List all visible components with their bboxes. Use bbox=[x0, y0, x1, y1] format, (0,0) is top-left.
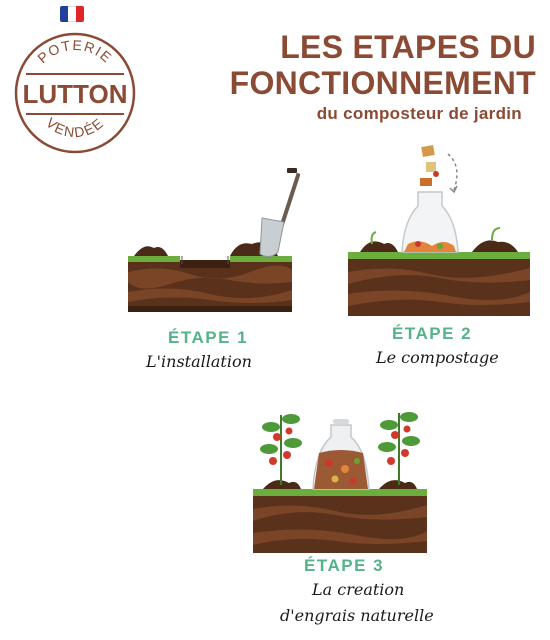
page-title-line1: LES ETAPES DU bbox=[280, 29, 536, 65]
step2-label: ÉTAPE 2 bbox=[392, 324, 473, 343]
sprout-icon bbox=[491, 227, 501, 241]
page-title-line2: FONCTIONNEMENT bbox=[229, 65, 536, 101]
logo-bottom-text: VENDÉE bbox=[43, 114, 105, 140]
tomato-plant-icon bbox=[378, 412, 420, 489]
step3-description-line1: La creation bbox=[312, 580, 405, 599]
logo-center-text: LUTTON bbox=[23, 79, 128, 109]
sprout-icon bbox=[370, 231, 377, 245]
grass-right bbox=[230, 256, 292, 262]
step1-label: ÉTAPE 1 bbox=[168, 328, 249, 347]
soil-block bbox=[253, 495, 427, 553]
dirt-mound-left bbox=[134, 246, 168, 256]
grass-left bbox=[128, 256, 180, 262]
shovel-icon bbox=[259, 168, 300, 258]
curved-arrow-icon bbox=[447, 153, 458, 191]
composter-jar bbox=[401, 191, 459, 253]
svg-text:VENDÉE: VENDÉE bbox=[43, 114, 107, 140]
flag-red-stripe bbox=[76, 6, 84, 22]
step2-illustration bbox=[348, 145, 530, 316]
step1-illustration bbox=[128, 168, 300, 312]
step3-illustration bbox=[253, 412, 427, 553]
flag-white-stripe bbox=[68, 6, 76, 22]
step3-description-line2: d'engrais naturelle bbox=[280, 606, 434, 625]
planting-hole bbox=[180, 260, 230, 268]
step1-description: L'installation bbox=[146, 352, 252, 371]
step2-description: Le compostage bbox=[376, 348, 499, 367]
step3-label: ÉTAPE 3 bbox=[304, 556, 385, 575]
grass bbox=[348, 252, 530, 259]
poterie-lutton-logo: POTERIE LUTTON VENDÉE bbox=[14, 32, 136, 154]
flag-blue-stripe bbox=[60, 6, 68, 22]
grass bbox=[253, 489, 427, 496]
composter-full-icon bbox=[312, 419, 370, 490]
page-subtitle: du composteur de jardin bbox=[316, 104, 522, 123]
tomato-plant-icon bbox=[260, 414, 302, 489]
soil-block bbox=[348, 258, 530, 316]
french-flag-icon bbox=[60, 6, 84, 22]
